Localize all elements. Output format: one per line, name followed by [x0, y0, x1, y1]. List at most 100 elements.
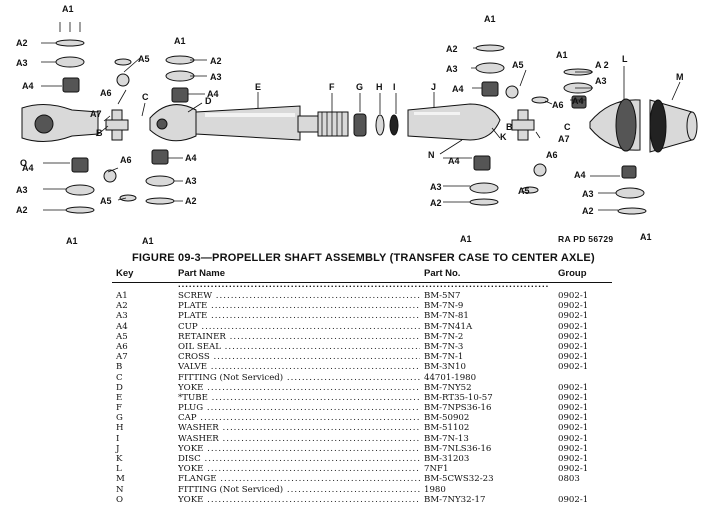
row-key: D — [116, 382, 123, 393]
figure-title: FIGURE 09-3—PROPELLER SHAFT ASSEMBLY (TR… — [132, 252, 595, 264]
row-part-name: FITTING (Not Serviced) — [178, 373, 420, 383]
svg-text:A4: A4 — [207, 89, 219, 99]
row-part-name: PLUG — [178, 403, 420, 413]
svg-text:I: I — [393, 82, 396, 92]
svg-text:A3: A3 — [446, 64, 458, 74]
row-key: A1 — [116, 291, 128, 301]
svg-text:A6: A6 — [120, 155, 132, 165]
row-part-no: 7NF1 — [424, 464, 449, 475]
row-group: 0902-1 — [558, 413, 589, 424]
row-key: K — [116, 454, 123, 464]
row-part-no: 44701-1980 — [424, 372, 477, 383]
svg-text:A4: A4 — [572, 96, 584, 106]
svg-text:A6: A6 — [100, 88, 112, 98]
row-group: 0902-1 — [558, 392, 589, 403]
row-part-name: PLATE — [178, 301, 420, 311]
row-part-no: BM-7NPS36-16 — [424, 403, 492, 414]
svg-text:A1: A1 — [62, 4, 74, 14]
table-row: I WASHER BM-7N-13 0902-1 — [112, 434, 612, 444]
row-part-name: SCREW — [178, 291, 420, 301]
row-part-name: CAP — [178, 413, 420, 423]
row-group: 0902-1 — [558, 433, 589, 444]
row-part-name: PLATE — [178, 311, 420, 321]
row-key: E — [116, 392, 123, 403]
cross-right-part — [511, 109, 535, 141]
svg-text:A4: A4 — [574, 170, 586, 180]
svg-text:A5: A5 — [100, 196, 112, 206]
row-part-name: YOKE — [178, 444, 420, 454]
table-header: Key Part Name Part No. Group — [112, 268, 612, 282]
svg-text:A5: A5 — [512, 60, 524, 70]
svg-text:A4: A4 — [448, 156, 460, 166]
svg-text:A7: A7 — [558, 134, 570, 144]
row-part-name: OIL SEAL — [178, 342, 420, 352]
row-part-name: WASHER — [178, 434, 420, 444]
row-part-no: BM-7N-1 — [424, 352, 464, 363]
yoke-o-part — [21, 104, 99, 142]
row-group: 0902-1 — [558, 464, 589, 475]
yoke-l-part — [589, 98, 641, 152]
row-part-no: BM-7N41A — [424, 321, 473, 332]
row-part-name: FLANGE — [178, 474, 420, 484]
svg-text:A3: A3 — [210, 72, 222, 82]
row-part-name: CROSS — [178, 352, 420, 362]
svg-text:A1: A1 — [640, 232, 652, 242]
svg-text:O: O — [20, 158, 27, 168]
svg-text:A1: A1 — [174, 36, 186, 46]
row-key: B — [116, 362, 123, 373]
svg-text:A5: A5 — [138, 54, 150, 64]
row-part-name: WASHER — [178, 423, 420, 433]
svg-text:A6: A6 — [552, 100, 564, 110]
bearing-parts-bottom-mid — [145, 149, 175, 205]
row-key: M — [116, 474, 125, 485]
row-key: H — [116, 423, 124, 434]
svg-text:A2: A2 — [430, 198, 442, 208]
svg-text:J: J — [431, 82, 436, 92]
row-part-no: BM-7N-13 — [424, 433, 469, 444]
row-part-name: YOKE — [178, 383, 420, 393]
row-group: 0902-1 — [558, 454, 589, 464]
row-part-no: BM-7N-3 — [424, 341, 464, 352]
bearing-parts-top-mid — [114, 55, 195, 103]
row-key: A3 — [116, 311, 128, 322]
header-part-name: Part Name — [178, 268, 420, 290]
bearing-parts-top-left — [55, 22, 85, 93]
svg-text:A4: A4 — [22, 163, 34, 173]
svg-text:A4: A4 — [185, 153, 197, 163]
svg-text:A2: A2 — [582, 206, 594, 216]
svg-text:A 2: A 2 — [595, 60, 609, 70]
svg-text:A1: A1 — [484, 14, 496, 24]
row-part-no: 1980 — [424, 484, 446, 495]
svg-text:A1: A1 — [460, 234, 472, 244]
row-group: 0902-1 — [558, 494, 589, 505]
svg-text:K: K — [500, 132, 507, 142]
ra-code: RA PD 56729 — [558, 234, 614, 244]
row-part-name: YOKE — [178, 464, 420, 474]
svg-text:N: N — [428, 150, 435, 160]
row-part-no: BM-7N-9 — [424, 301, 464, 312]
row-part-name: *TUBE — [178, 393, 420, 403]
svg-text:C: C — [142, 92, 149, 102]
row-part-name: DISC — [178, 454, 420, 464]
row-key: A7 — [116, 352, 128, 363]
row-group: 0902-1 — [558, 362, 589, 373]
svg-text:A2: A2 — [210, 56, 222, 66]
cross-left-part — [105, 109, 129, 141]
header-key: Key — [116, 268, 134, 279]
svg-text:C: C — [564, 122, 571, 132]
washer-i-part — [389, 114, 399, 136]
row-part-no: BM-7N-81 — [424, 311, 469, 322]
row-key: I — [116, 433, 120, 444]
svg-text:B: B — [506, 122, 513, 132]
row-part-no: BM-7N-2 — [424, 331, 464, 342]
row-key: A5 — [116, 331, 128, 342]
svg-text:A3: A3 — [185, 176, 197, 186]
row-part-no: BM-7NLS36-16 — [424, 443, 492, 454]
